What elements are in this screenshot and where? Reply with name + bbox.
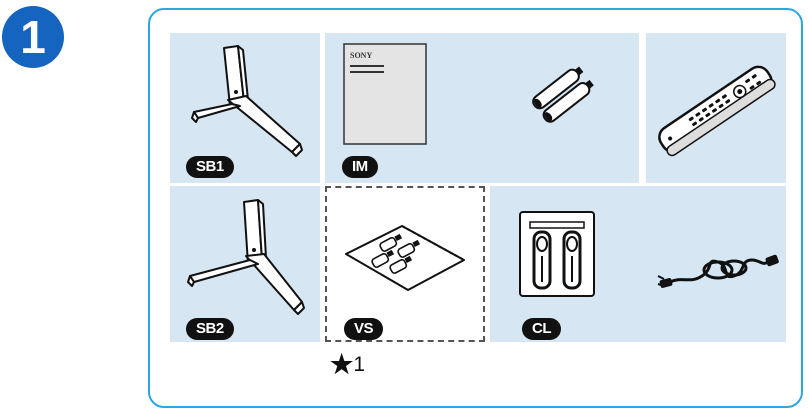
- label-sb2: SB2: [186, 318, 234, 340]
- stand-sb2-icon: [184, 198, 310, 318]
- manual-brand: SONY: [350, 51, 372, 60]
- manual-icon: SONY: [340, 40, 430, 148]
- label-im: IM: [342, 156, 378, 178]
- footnote-star-icon: ★: [330, 349, 353, 379]
- step-number-badge: 1: [2, 6, 64, 68]
- batteries-icon: [530, 66, 600, 122]
- remote-control-icon: [648, 50, 784, 168]
- label-vs: VS: [344, 318, 383, 340]
- stand-sb1-icon: [188, 44, 308, 160]
- cable-clip-icon: [514, 206, 600, 302]
- footnote-number: 1: [353, 353, 365, 376]
- label-cl: CL: [522, 318, 561, 340]
- label-sb1: SB1: [186, 156, 234, 178]
- footnote-marker: ★1: [330, 349, 365, 380]
- power-cord-icon: [656, 246, 782, 296]
- screw-pack-icon: [342, 220, 468, 294]
